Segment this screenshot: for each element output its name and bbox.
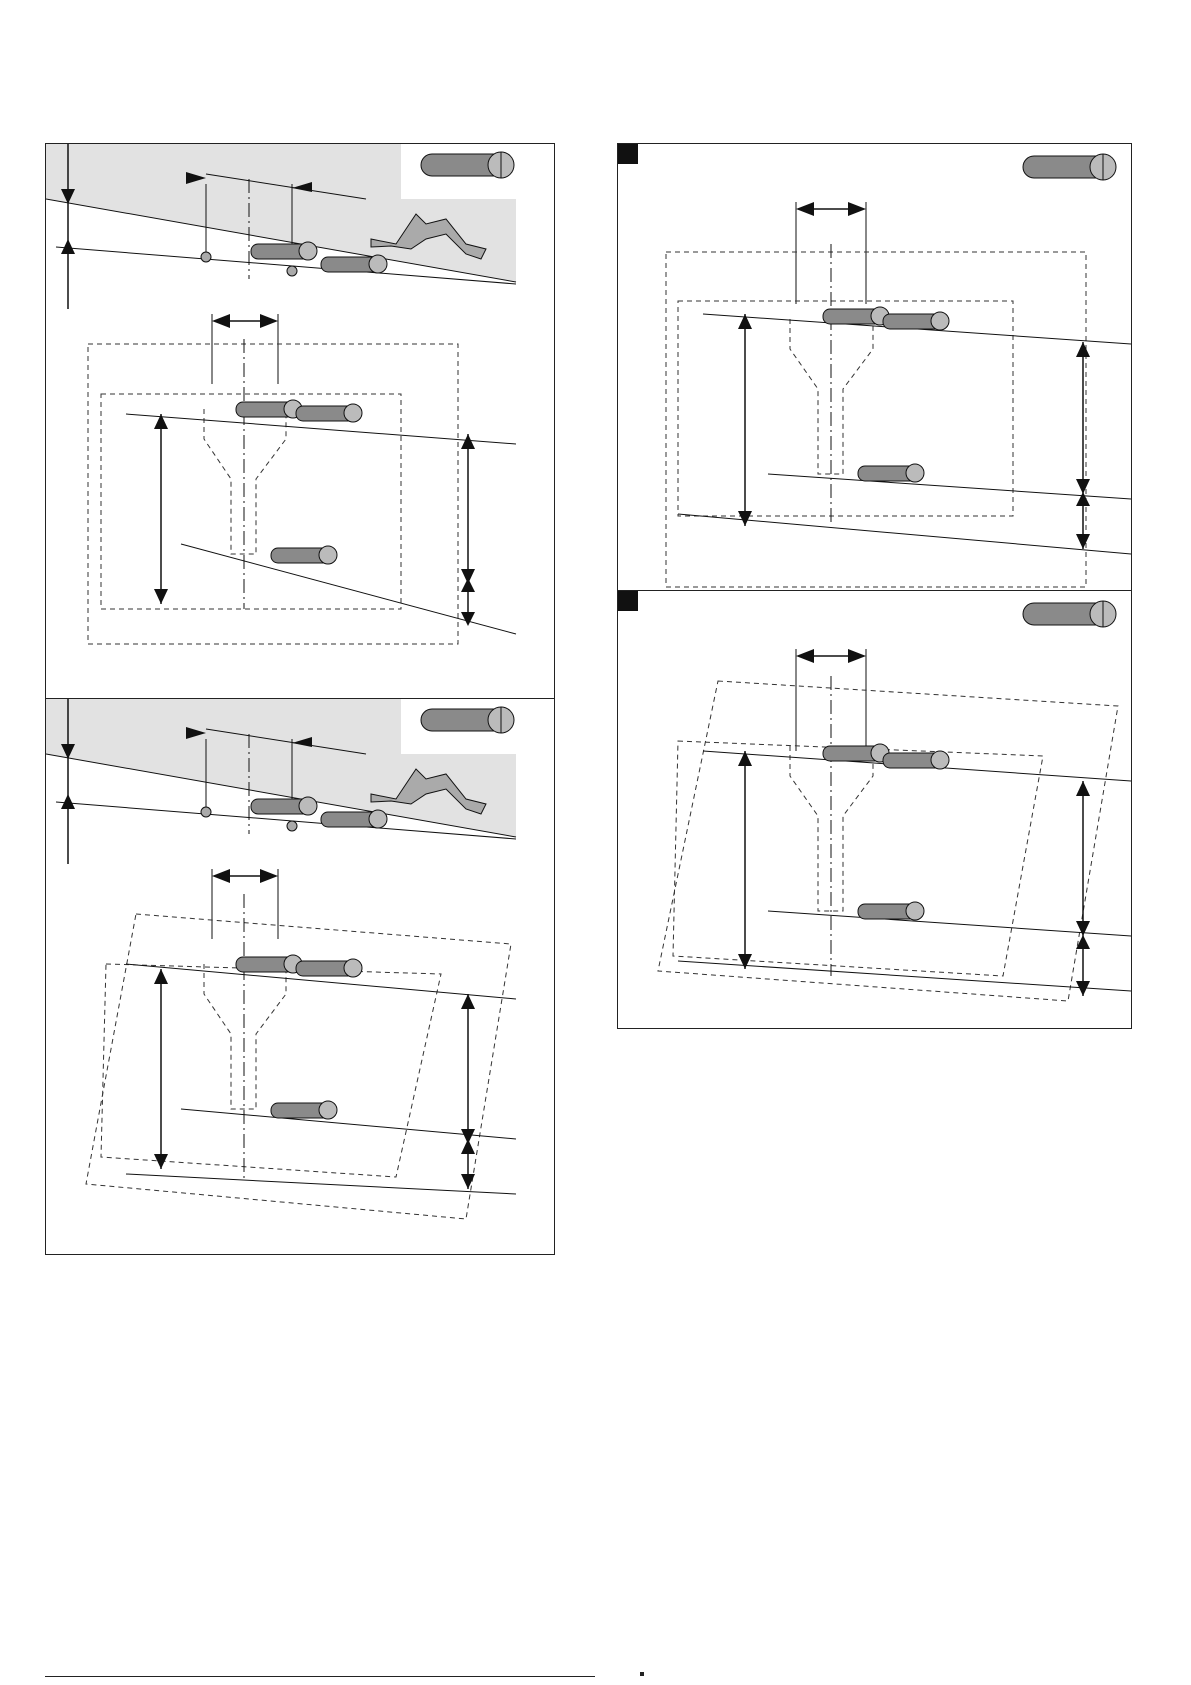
dowel-icon xyxy=(858,902,924,920)
screw-head-icon xyxy=(201,252,211,262)
step-panel-c xyxy=(617,143,1132,592)
hood-outline xyxy=(88,344,458,644)
dowel-icon xyxy=(883,751,949,769)
dimension-arrow-icon xyxy=(212,314,230,328)
diagram-b xyxy=(46,699,554,1254)
dowel-icon xyxy=(823,744,889,762)
dowel-icon xyxy=(823,307,889,325)
dowel-icon xyxy=(858,464,924,482)
screw-head-icon xyxy=(287,266,297,276)
hood-inner xyxy=(101,394,401,609)
step-panel-d xyxy=(617,590,1132,1029)
screw-head-icon xyxy=(287,821,297,831)
dowel-icon xyxy=(321,255,387,273)
dimension-arrow-icon xyxy=(796,649,814,663)
hood-outline xyxy=(658,681,1118,1001)
dimension-arrow-icon xyxy=(461,1139,475,1154)
footer-mark xyxy=(640,1672,644,1676)
step-panel-b xyxy=(45,698,555,1255)
dowel-icon xyxy=(271,546,337,564)
dowel-icon xyxy=(296,404,362,422)
dimension-arrow-icon xyxy=(1076,342,1090,357)
dowel-icon xyxy=(271,1101,337,1119)
dowel-icon xyxy=(236,400,302,418)
dimension-arrow-icon xyxy=(461,578,475,592)
dimension-arrow-icon xyxy=(61,239,75,254)
dowel-icon xyxy=(421,707,514,733)
dowel-icon xyxy=(883,312,949,330)
dowel-icon xyxy=(251,797,317,815)
dimension-arrow-icon xyxy=(1076,781,1090,796)
dimension-arrow-icon xyxy=(461,1174,475,1189)
dowel-icon xyxy=(1023,601,1116,627)
dowel-icon xyxy=(421,152,514,178)
dimension-arrow-icon xyxy=(738,954,752,969)
dowel-icon xyxy=(321,810,387,828)
dimension-arrow-icon xyxy=(461,434,475,449)
dowel-icon xyxy=(236,955,302,973)
dowel-icon xyxy=(1023,154,1116,180)
dimension-arrow-icon xyxy=(1076,492,1090,506)
dimension-arrow-icon xyxy=(461,994,475,1009)
dimension-arrow-icon xyxy=(461,612,475,626)
dimension-arrow-icon xyxy=(796,202,814,216)
dimension-arrow-icon xyxy=(61,794,75,809)
hood-inner xyxy=(678,301,1013,516)
dimension-arrow-icon xyxy=(1076,479,1090,494)
dimension-arrow-icon xyxy=(1076,921,1090,936)
diagram-d xyxy=(618,591,1131,1028)
dimension-arrow-icon xyxy=(154,1154,168,1169)
diagram-c xyxy=(618,144,1131,591)
step-panel-a xyxy=(45,143,555,700)
hood-inner xyxy=(673,741,1043,976)
dowel-icon xyxy=(251,242,317,260)
dimension-arrow-icon xyxy=(738,511,752,526)
dimension-arrow-icon xyxy=(260,314,278,328)
dimension-arrow-icon xyxy=(1076,534,1090,549)
dimension-arrow-icon xyxy=(848,202,866,216)
footer-rule xyxy=(45,1676,595,1677)
dimension-arrow-icon xyxy=(154,589,168,604)
dimension-arrow-icon xyxy=(260,869,278,883)
hood-inner xyxy=(101,964,441,1177)
dimension-arrow-icon xyxy=(212,869,230,883)
dowel-icon xyxy=(296,959,362,977)
dimension-arrow-icon xyxy=(154,969,168,984)
dimension-arrow-icon xyxy=(848,649,866,663)
screw-head-icon xyxy=(201,807,211,817)
hood-outline xyxy=(666,252,1086,587)
diagram-a xyxy=(46,144,554,699)
